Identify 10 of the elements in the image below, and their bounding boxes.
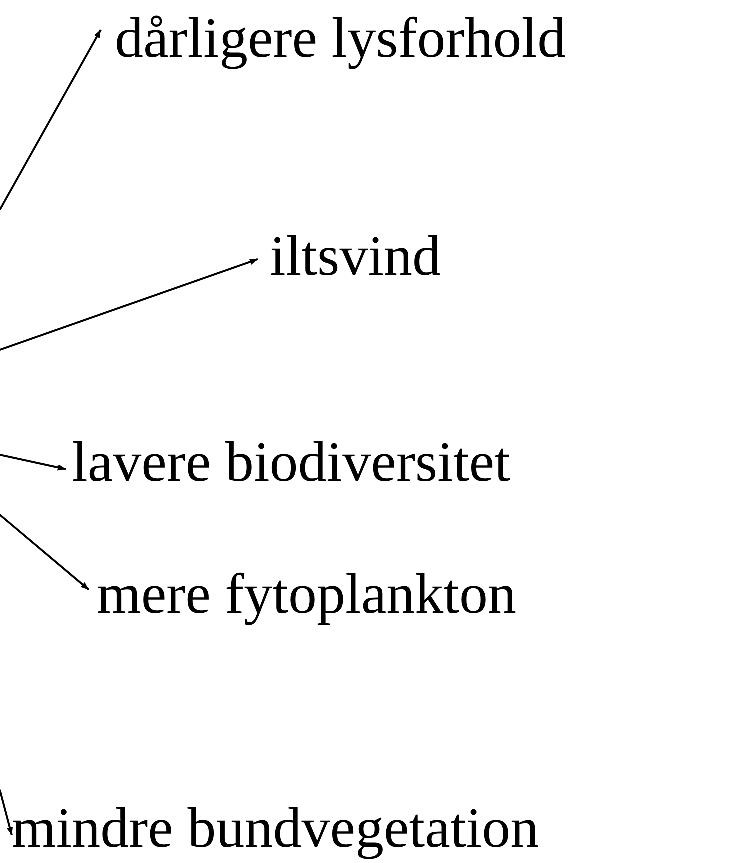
effect-text: dårligere lysforhold <box>115 10 566 67</box>
arrow <box>0 29 102 210</box>
effect-text: iltsvind <box>270 228 442 285</box>
arrow <box>0 790 14 836</box>
effect-text: mindre bundvegetation <box>12 800 540 857</box>
arrow <box>0 454 66 471</box>
arrow <box>0 514 90 591</box>
effect-text: mere fytoplankton <box>97 566 516 623</box>
arrow <box>0 258 258 351</box>
effect-text: lavere biodiversitet <box>72 434 510 491</box>
